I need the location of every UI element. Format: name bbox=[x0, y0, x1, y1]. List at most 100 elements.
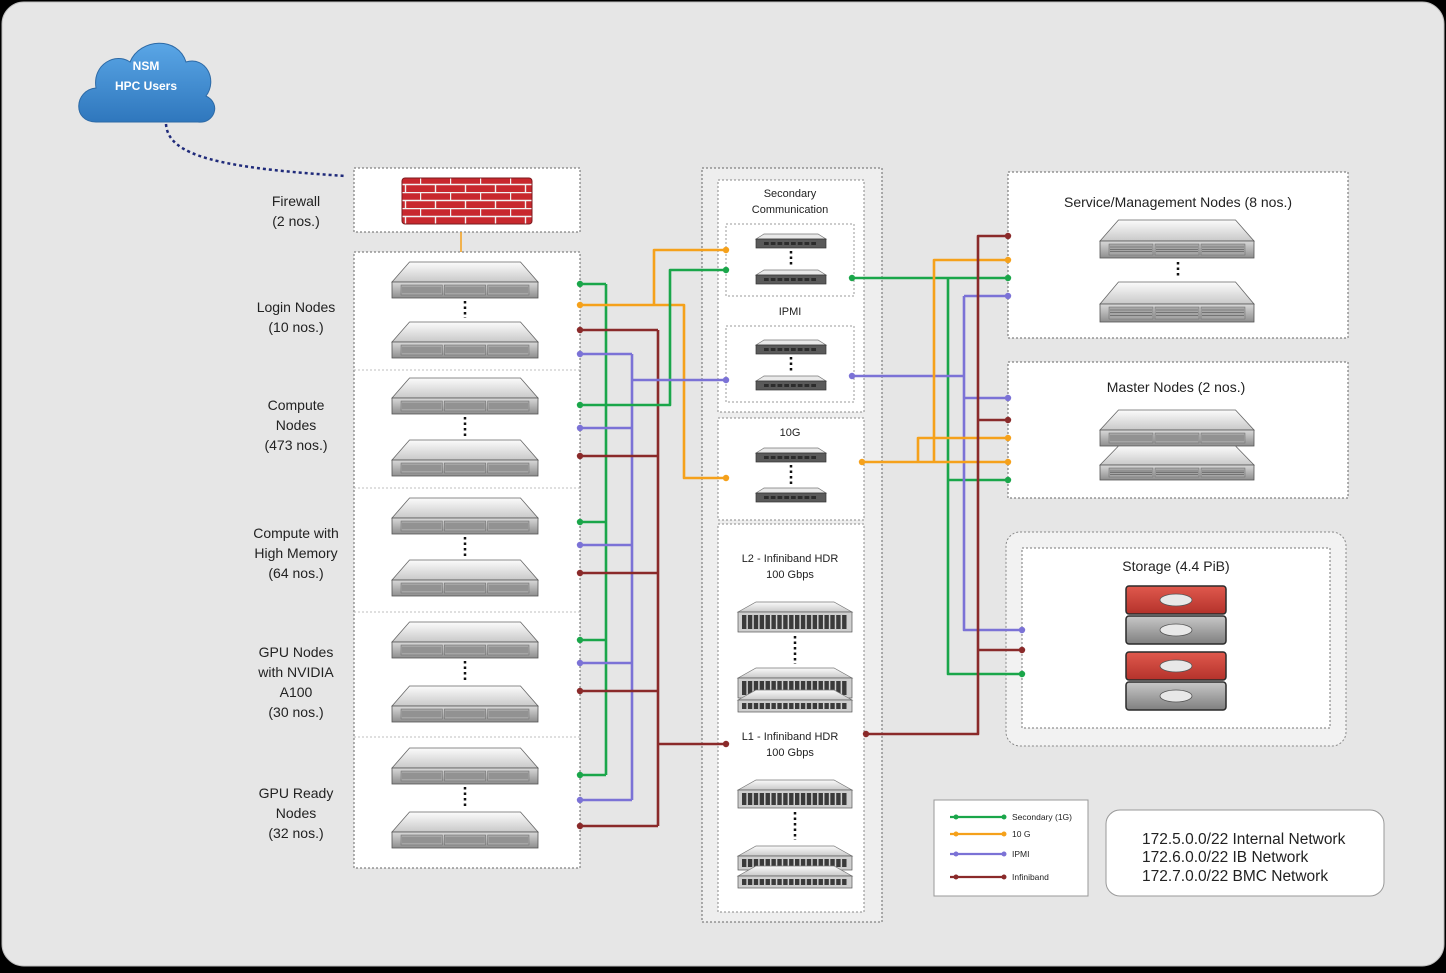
node-group-label: with NVIDIA bbox=[257, 664, 334, 680]
link-endpoint bbox=[722, 266, 730, 274]
node-group-label: Nodes bbox=[276, 417, 316, 433]
firewall-icon bbox=[401, 177, 533, 225]
rack-server-icon bbox=[391, 497, 539, 535]
link-endpoint bbox=[858, 458, 866, 466]
storage-label: Storage (4.4 PiB) bbox=[1122, 558, 1229, 574]
node-group-label: (32 nos.) bbox=[268, 825, 323, 841]
legend-swatch-dot bbox=[953, 831, 959, 837]
rack-server-icon bbox=[391, 439, 539, 477]
legend-label: Infiniband bbox=[1012, 872, 1049, 882]
link-endpoint bbox=[576, 326, 584, 334]
infiniband-link bbox=[866, 234, 1008, 736]
legend-swatch-dot bbox=[1001, 831, 1007, 837]
link-endpoint bbox=[722, 376, 730, 384]
storage-unit-badge bbox=[1159, 659, 1193, 673]
rack-server-icon bbox=[391, 685, 539, 723]
link-endpoint bbox=[722, 740, 730, 748]
link-endpoint bbox=[576, 350, 584, 358]
link-endpoint bbox=[576, 796, 584, 804]
link-endpoint bbox=[576, 541, 584, 549]
link-endpoint bbox=[1004, 274, 1012, 282]
rack-server-icon bbox=[1099, 281, 1255, 323]
link-endpoint bbox=[576, 280, 584, 288]
node-group-label: (473 nos.) bbox=[264, 437, 327, 453]
master-nodes-label: Master Nodes (2 nos.) bbox=[1107, 379, 1246, 395]
rack-server-icon bbox=[1099, 219, 1255, 259]
link-endpoint bbox=[576, 518, 584, 526]
ipmi-label: IPMI bbox=[779, 306, 802, 318]
legend-label: IPMI bbox=[1012, 849, 1029, 859]
secondary-uplink bbox=[606, 268, 726, 407]
rack-server-icon bbox=[1099, 409, 1255, 447]
node-group-label: A100 bbox=[280, 684, 313, 700]
secondary-label: Communication bbox=[752, 204, 828, 216]
rack-server-icon bbox=[1099, 445, 1255, 481]
link-endpoint bbox=[722, 474, 730, 482]
link-endpoint bbox=[576, 636, 584, 644]
link-endpoint bbox=[1004, 458, 1012, 466]
link-endpoint bbox=[848, 274, 856, 282]
legend-swatch-dot bbox=[953, 814, 959, 820]
node-group-label: (30 nos.) bbox=[268, 704, 323, 720]
rack-server-icon bbox=[391, 377, 539, 415]
rack-server-icon bbox=[391, 559, 539, 597]
link-endpoint bbox=[848, 372, 856, 380]
storage-unit-badge bbox=[1159, 689, 1193, 703]
link-endpoint bbox=[1004, 256, 1012, 264]
link-endpoint bbox=[1018, 626, 1026, 634]
service-nodes-label: Service/Management Nodes (8 nos.) bbox=[1064, 194, 1292, 210]
cloud-label: HPC Users bbox=[115, 79, 177, 93]
link-endpoint bbox=[576, 687, 584, 695]
legend-swatch-dot bbox=[953, 874, 959, 880]
node-group-label: High Memory bbox=[254, 545, 337, 561]
network-switch-icon bbox=[754, 487, 828, 503]
infiniband-switch-icon bbox=[736, 865, 854, 889]
tenG-switch-box bbox=[717, 417, 865, 521]
legend-label: 10 G bbox=[1012, 829, 1030, 839]
l2-label: L2 - Infiniband HDR bbox=[742, 553, 839, 565]
tenG-link bbox=[580, 303, 726, 480]
network-links bbox=[576, 232, 1026, 830]
link-endpoint bbox=[576, 659, 584, 667]
storage-unit-badge bbox=[1159, 623, 1193, 637]
firewall-label: (2 nos.) bbox=[272, 213, 319, 229]
tenG-label: 10G bbox=[780, 427, 801, 439]
network-switch-icon bbox=[754, 447, 828, 463]
infiniband-switch-icon bbox=[736, 779, 854, 809]
link-endpoint bbox=[1004, 292, 1012, 300]
link-endpoint bbox=[576, 569, 584, 577]
link-endpoint bbox=[1004, 394, 1012, 402]
legend-swatch-dot bbox=[1001, 874, 1007, 880]
l2-label: 100 Gbps bbox=[766, 569, 814, 581]
link-endpoint bbox=[576, 771, 584, 779]
rack-server-icon bbox=[391, 261, 539, 299]
legend-label: Secondary (1G) bbox=[1012, 812, 1072, 822]
node-group-label: GPU Ready bbox=[259, 785, 334, 801]
legend-swatch-dot bbox=[1001, 814, 1007, 820]
node-group-label: Compute with bbox=[253, 525, 339, 541]
link-endpoint bbox=[1018, 646, 1026, 654]
link-endpoint bbox=[576, 822, 584, 830]
link-endpoint bbox=[576, 401, 584, 409]
link-endpoint bbox=[1004, 476, 1012, 484]
infiniband-switch-icon bbox=[736, 601, 854, 633]
rack-server-icon bbox=[391, 747, 539, 785]
rack-server-icon bbox=[391, 811, 539, 849]
node-group-label: Login Nodes bbox=[257, 299, 336, 315]
rack-server-icon bbox=[391, 321, 539, 359]
firewall-label: Firewall bbox=[272, 193, 320, 209]
storage-unit-badge bbox=[1159, 593, 1193, 607]
link-endpoint bbox=[576, 424, 584, 432]
secondary-bus bbox=[946, 278, 1022, 676]
link-endpoint bbox=[576, 452, 584, 460]
legend-swatch-dot bbox=[1001, 851, 1007, 857]
storage-array-icon bbox=[1125, 585, 1227, 711]
network-switch-icon bbox=[754, 269, 828, 285]
link-endpoint bbox=[1018, 670, 1026, 678]
l1-label: L1 - Infiniband HDR bbox=[742, 731, 839, 743]
link-endpoint bbox=[1004, 232, 1012, 240]
node-group-label: GPU Nodes bbox=[259, 644, 334, 660]
ipmi-bus bbox=[962, 296, 1022, 632]
